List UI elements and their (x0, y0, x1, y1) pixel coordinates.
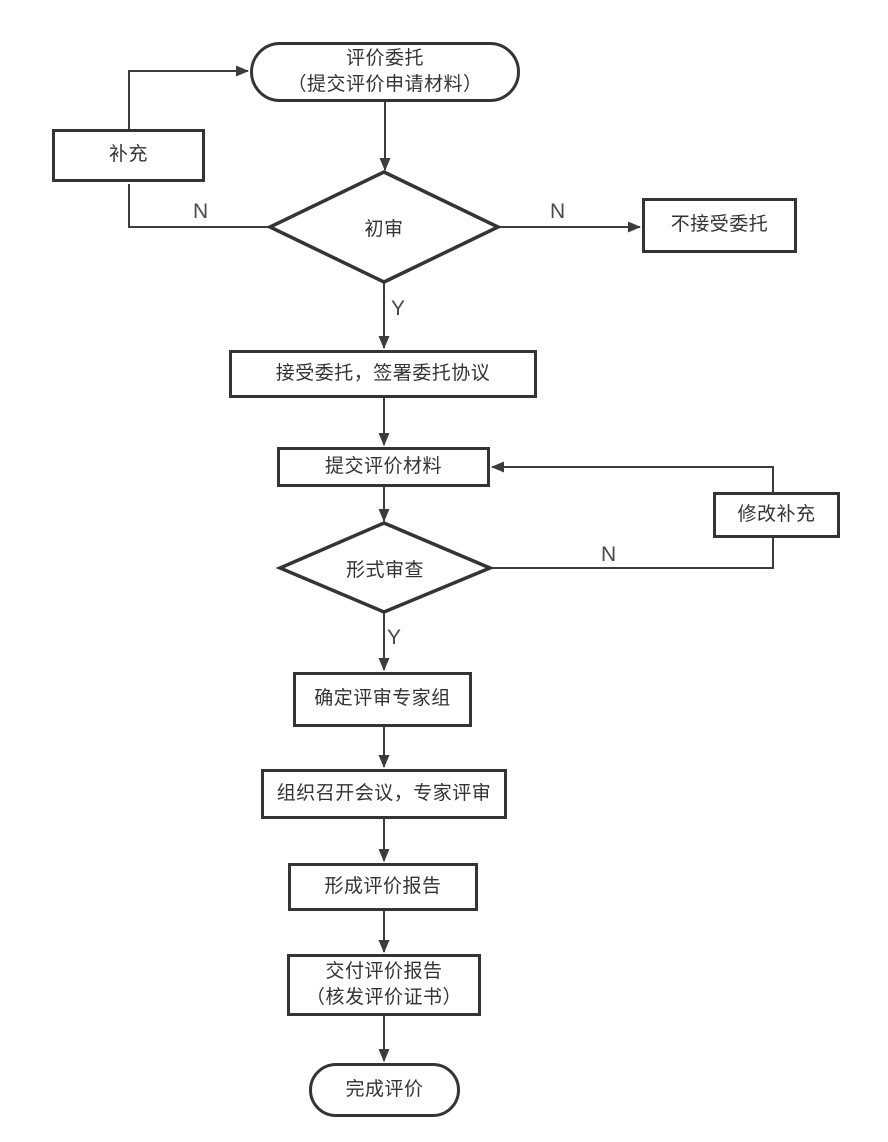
reject-node-label: 不接受委托 (670, 214, 769, 236)
supplement-node-label: 补充 (108, 144, 148, 166)
submit-materials-node: 提交评价材料 (277, 447, 490, 487)
edge-label-initial-no-left: N (193, 200, 209, 223)
edge-label-initial-no-right: N (550, 200, 566, 223)
start-node-label-line1: 评价委托 (345, 47, 424, 69)
expert-group-node-label: 确定评审专家组 (314, 688, 451, 710)
accept-node-label: 接受委托，签署委托协议 (275, 362, 491, 384)
edge-initial-review-to-supplement (128, 184, 270, 228)
edge-supplement-to-start (128, 65, 249, 129)
meeting-node: 组织召开会议，专家评审 (261, 769, 507, 819)
deliver-report-node-label-line1: 交付评价报告 (325, 960, 443, 982)
supplement-node: 补充 (52, 129, 205, 182)
deliver-report-node: 交付评价报告 （核发评价证书） (287, 954, 481, 1016)
submit-materials-node-label: 提交评价材料 (324, 455, 442, 477)
end-node-label: 完成评价 (345, 1078, 424, 1100)
edge-label-formal-no: N (601, 543, 617, 566)
meeting-node-label: 组织召开会议，专家评审 (276, 782, 492, 804)
end-node: 完成评价 (309, 1063, 460, 1117)
report-node: 形成评价报告 (288, 863, 478, 911)
accept-node: 接受委托，签署委托协议 (229, 350, 537, 398)
expert-group-node: 确定评审专家组 (293, 672, 472, 727)
initial-review-diamond (265, 170, 503, 284)
modify-supplement-node-label: 修改补充 (737, 503, 816, 525)
report-node-label: 形成评价报告 (324, 875, 442, 897)
edge-label-formal-yes: Y (387, 626, 402, 649)
reject-node: 不接受委托 (642, 198, 797, 253)
start-node-label-line2: （提交评价申请材料） (287, 74, 483, 95)
edge-label-initial-yes: Y (391, 297, 406, 320)
start-node: 评价委托 （提交评价申请材料） (250, 42, 520, 102)
deliver-report-node-label-line2: （核发评价证书） (305, 987, 462, 1008)
modify-supplement-node: 修改补充 (713, 492, 840, 538)
formal-review-diamond (275, 521, 495, 614)
